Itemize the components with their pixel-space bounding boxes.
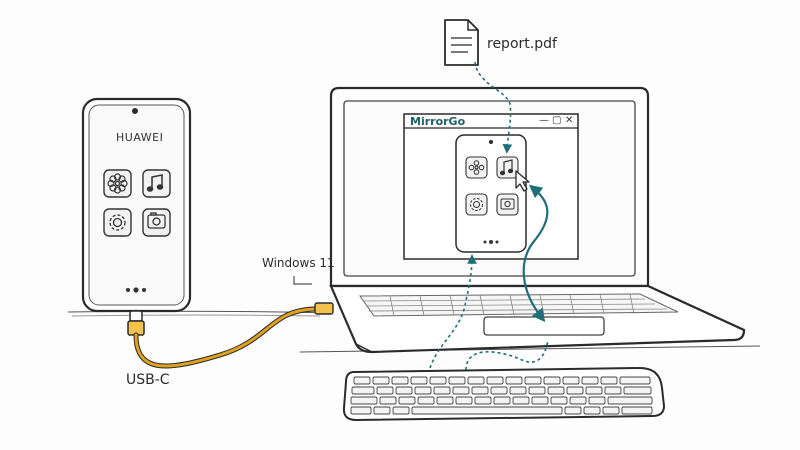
mouse-cursor-icon <box>515 170 530 192</box>
mirrored-app-settings-gear-icon <box>465 193 488 216</box>
external-keyboard <box>342 366 666 422</box>
window-close-button[interactable]: ✕ <box>565 115 574 126</box>
mirrorgo-window <box>403 113 579 260</box>
window-minimize-button[interactable]: — <box>539 115 549 126</box>
document-icon <box>444 19 479 66</box>
touchpad-cursor-arrow <box>522 184 549 323</box>
app-window-title: MirrorGo <box>410 115 466 128</box>
laptop-touchpad <box>483 316 605 336</box>
usb-c-cable <box>133 302 334 369</box>
os-callout-line <box>293 276 312 285</box>
window-maximize-button[interactable]: ▢ <box>552 115 562 126</box>
phone-app-music-note-icon <box>142 169 171 198</box>
phone <box>81 97 192 336</box>
file-name-label: report.pdf <box>487 36 557 52</box>
mirrored-app-camera-icon <box>496 193 519 216</box>
usb-c-plug <box>127 310 145 336</box>
mirrored-phone <box>455 134 527 253</box>
phone-page-dots <box>126 287 146 293</box>
phone-app-flower-icon <box>103 169 132 198</box>
phone-camera-dot <box>132 108 138 114</box>
os-label: Windows 11 <box>262 256 335 270</box>
cable-label: USB-C <box>126 372 170 388</box>
keyboard-input-arrow-branch <box>465 339 549 371</box>
mirrored-page-dots <box>483 240 499 244</box>
file-drag-arrow <box>474 61 513 154</box>
mirrored-app-flower-icon <box>465 156 488 179</box>
keyboard-keys <box>350 376 653 415</box>
phone-app-settings-gear-icon <box>103 208 132 237</box>
phone-brand-label: HUAWEI <box>116 131 164 144</box>
laptop-usb-plug <box>314 302 334 315</box>
spacebar-key <box>411 406 563 415</box>
mirrored-app-music-note-icon <box>496 156 519 179</box>
phone-app-camera-icon <box>142 208 171 237</box>
